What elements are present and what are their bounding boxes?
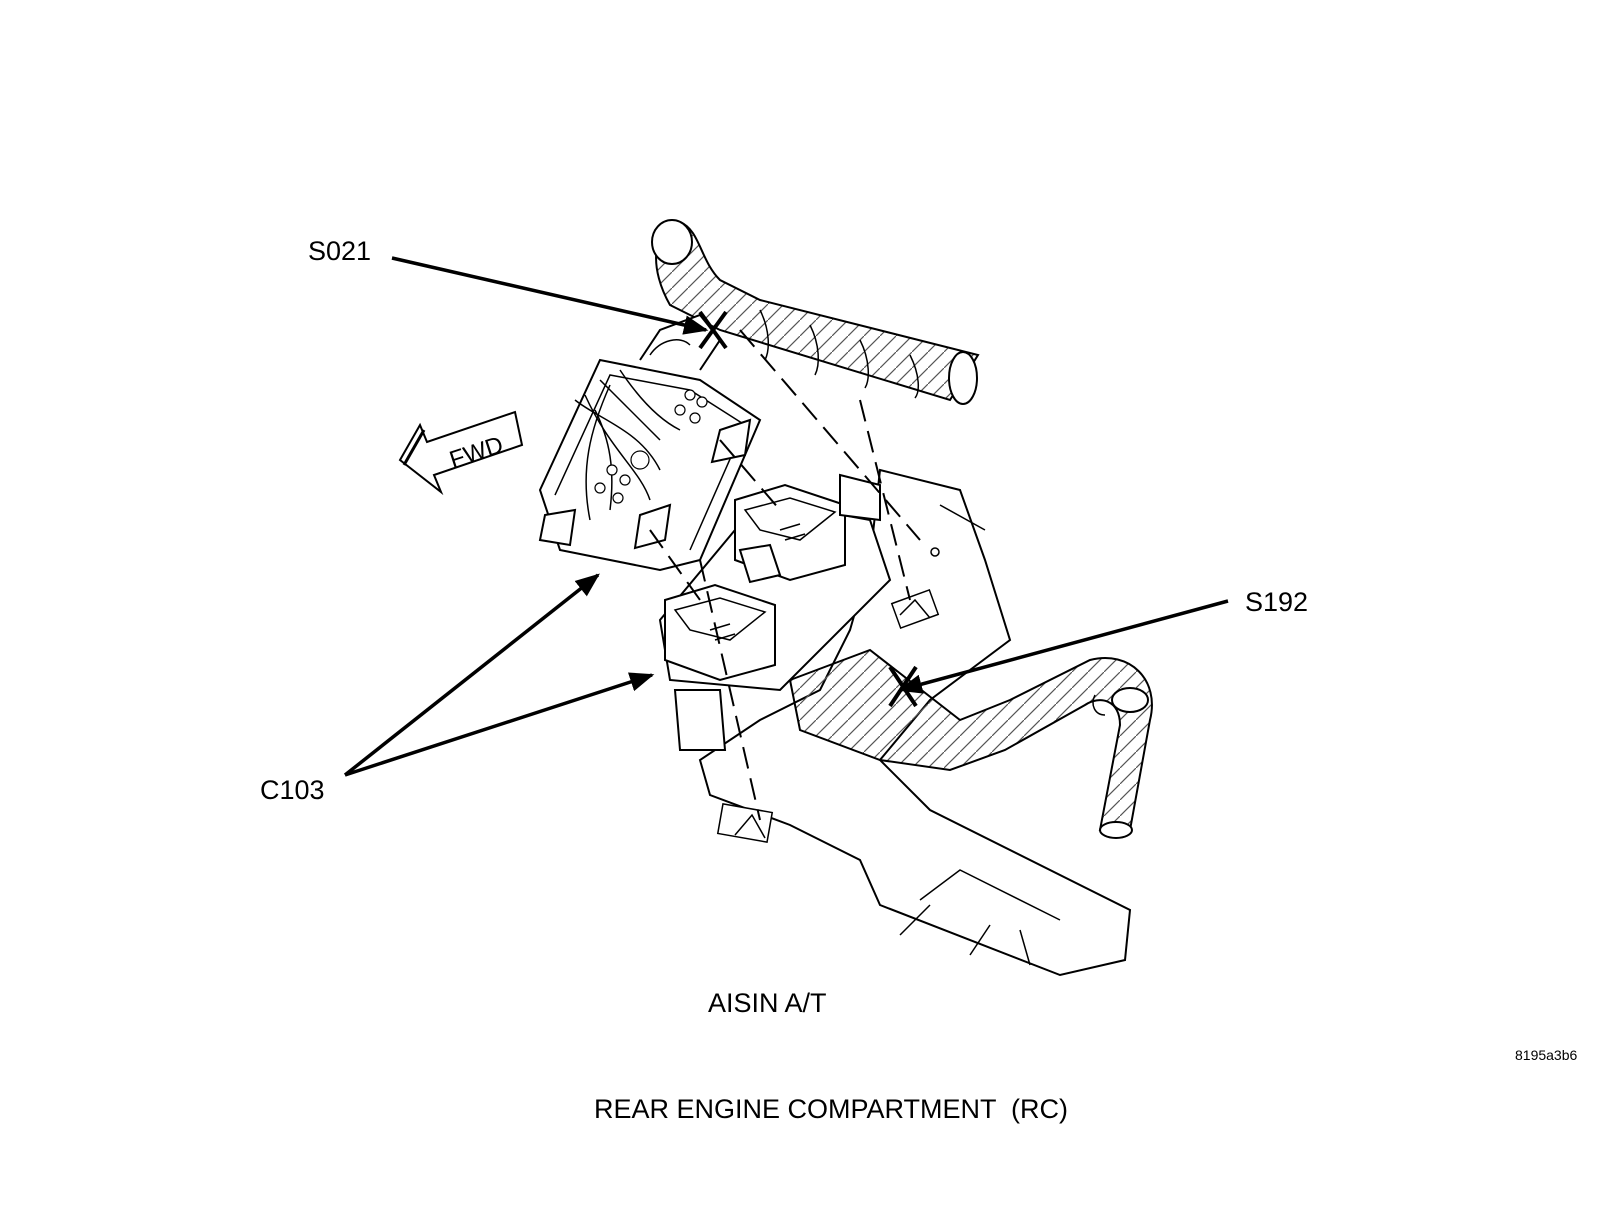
callout-s021: S021 xyxy=(308,236,372,266)
wiring-harness-upper xyxy=(651,219,980,405)
callout-s192: S192 xyxy=(1245,587,1309,617)
callout-c103: C103 xyxy=(260,775,325,805)
diagram-caption: REAR ENGINE COMPARTMENT (RC) xyxy=(594,1094,1069,1124)
fwd-arrow-icon: FWD xyxy=(398,410,524,496)
connector-c103-plug xyxy=(538,313,762,572)
leader-c103-lower xyxy=(344,672,655,777)
leader-c103-upper xyxy=(343,573,600,777)
connector-receptacle-block xyxy=(658,473,892,751)
leader-s021 xyxy=(391,256,709,335)
figure-id: 8195a3b6 xyxy=(1515,1047,1578,1063)
diagram-subcaption: AISIN A/T xyxy=(708,988,827,1018)
leader-lines xyxy=(343,256,1229,777)
wiring-harness-lower xyxy=(788,648,1153,839)
leader-s192 xyxy=(897,599,1229,694)
alignment-lines xyxy=(649,329,921,821)
